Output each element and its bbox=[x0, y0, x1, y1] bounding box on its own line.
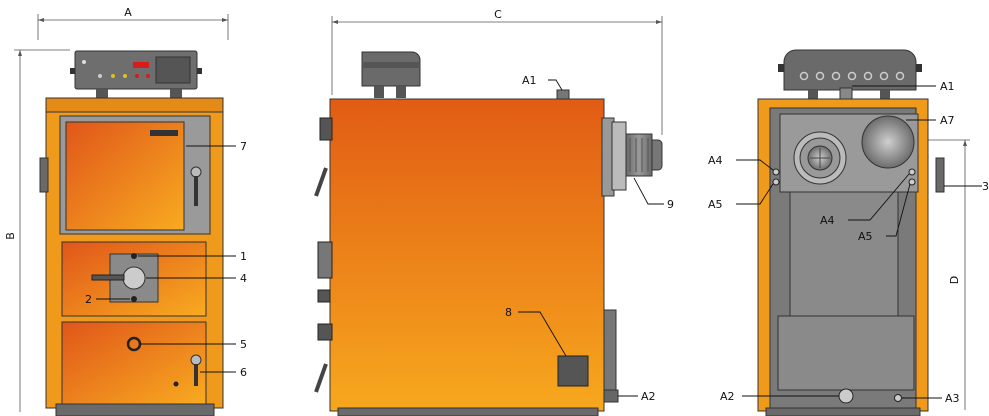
control-box bbox=[70, 50, 202, 99]
callout-3-rear: 3 bbox=[982, 180, 989, 193]
side-handle-right bbox=[935, 157, 945, 193]
callout-7: 7 bbox=[240, 140, 247, 153]
callout-a5-left: A5 bbox=[708, 198, 723, 211]
return-connection-a2-rear bbox=[838, 388, 854, 404]
lower-door bbox=[61, 321, 207, 405]
callout-1: 1 bbox=[240, 250, 247, 263]
side-fan bbox=[601, 117, 663, 197]
flue-outlet bbox=[861, 115, 915, 169]
drain-connection-a3 bbox=[894, 394, 902, 402]
callout-5: 5 bbox=[240, 338, 247, 351]
rear-control-box bbox=[778, 49, 922, 101]
callout-8: 8 bbox=[505, 306, 512, 319]
upper-door-handle bbox=[194, 176, 198, 206]
return-connection-a2-side bbox=[603, 389, 619, 403]
callout-a1-rear: A1 bbox=[940, 80, 955, 93]
callout-a4-right: A4 bbox=[820, 214, 835, 227]
side-view: C bbox=[314, 8, 674, 416]
rear-view: D bbox=[708, 49, 989, 416]
callout-4: 4 bbox=[240, 272, 247, 285]
upper-door bbox=[65, 121, 185, 231]
dimension-c-label: C bbox=[494, 8, 502, 21]
callout-a2-rear: A2 bbox=[720, 390, 735, 403]
callout-a7: A7 bbox=[940, 114, 955, 127]
dimension-a: A bbox=[37, 6, 229, 40]
callout-2: 2 bbox=[85, 293, 92, 306]
dimension-b-label: B bbox=[4, 232, 17, 240]
callout-a2-side: A2 bbox=[641, 390, 656, 403]
callout-6: 6 bbox=[240, 366, 247, 379]
side-control-box bbox=[361, 51, 421, 98]
callout-a5-right: A5 bbox=[858, 230, 873, 243]
side-handle-left bbox=[39, 157, 49, 193]
callout-a4-left: A4 bbox=[708, 154, 723, 167]
label-plate bbox=[557, 355, 589, 387]
lower-door-handle bbox=[194, 364, 198, 386]
callout-a1-side: A1 bbox=[522, 74, 537, 87]
callout-a3: A3 bbox=[945, 392, 960, 405]
front-view: A B bbox=[4, 6, 247, 416]
callout-9: 9 bbox=[667, 198, 674, 211]
dimension-a-label: A bbox=[124, 6, 132, 19]
dimension-c: C bbox=[331, 8, 663, 135]
dimension-b: B bbox=[4, 49, 70, 412]
dimension-d-label: D bbox=[948, 276, 961, 284]
